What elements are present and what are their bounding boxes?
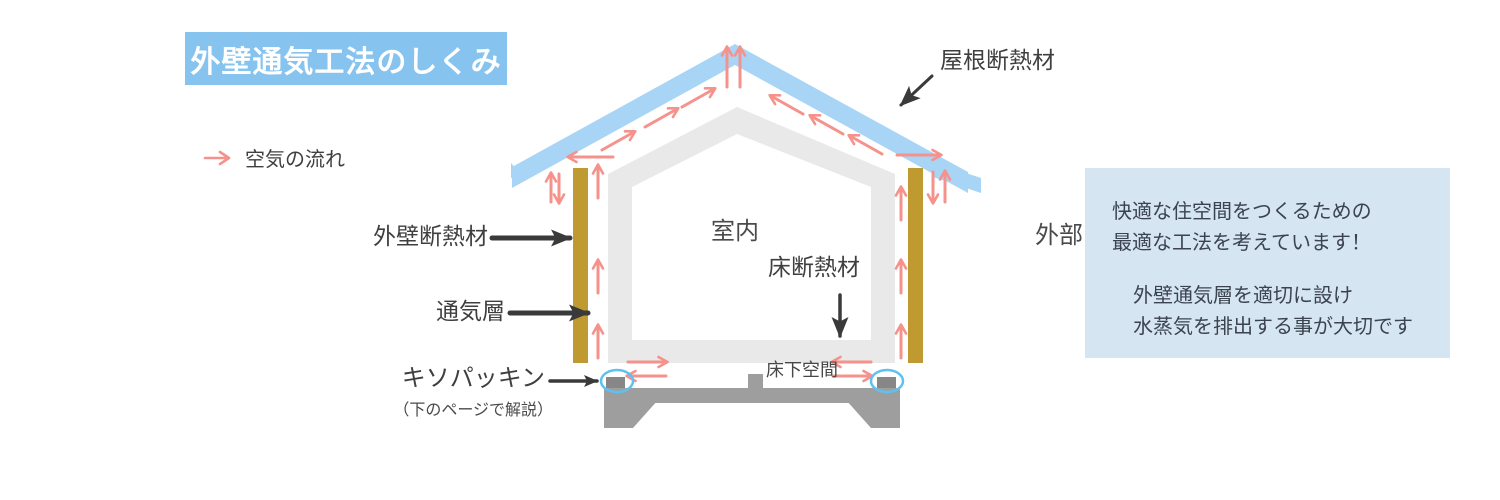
info-box-paragraph: 快適な住空間をつくるための 最適な工法を考えています！ [1112, 196, 1440, 258]
air-arrow [643, 106, 680, 129]
air-arrow [768, 93, 805, 116]
wall-insulation-right-bar [908, 168, 923, 363]
kiso-packing-note: （下のページで解説） [393, 400, 553, 419]
info-box: 快適な住空間をつくるための 最適な工法を考えています！ 外壁通気層を適切に設け … [1085, 168, 1450, 358]
packing-highlight-right [869, 368, 905, 394]
kiso-packing-label: キソパッキン [401, 364, 545, 392]
foundation [604, 374, 900, 428]
airflow-arrow-icon [203, 150, 231, 165]
air-arrow [600, 129, 637, 152]
foundation-center-pier [748, 374, 763, 389]
underfloor-space-label: 床下空間 [766, 360, 838, 381]
wall-insulation-left-bar [573, 168, 588, 363]
info-line: 快適な住空間をつくるための [1112, 199, 1372, 223]
foundation-slab [604, 388, 900, 403]
air-arrow [847, 133, 884, 156]
ventilation-layer-label: 通気層 [436, 299, 505, 325]
house-structure [608, 107, 895, 363]
airflow-legend: 空気の流れ [203, 143, 345, 172]
info-box-paragraph: 外壁通気層を適切に設け 水蒸気を排出する事が大切です [1112, 280, 1440, 342]
airflow-arrows [544, 45, 952, 383]
interior-space [632, 134, 871, 340]
air-arrow [808, 113, 845, 136]
foundation-leg-left [604, 400, 658, 428]
kiso-packing-right [877, 377, 896, 388]
interior-label: 室内 [711, 217, 759, 245]
wall-insulation-label: 外壁断熱材 [373, 224, 488, 250]
airflow-legend-label: 空気の流れ [245, 147, 345, 171]
floor-insulation-label: 床断熱材 [768, 255, 860, 281]
callout-arrows [489, 74, 934, 387]
info-line: 外壁通気層を適切に設け [1133, 283, 1353, 307]
roof-eave-cap-left [511, 163, 524, 178]
roof-insulation-arrow [899, 74, 934, 107]
exterior-label: 外部 [1035, 221, 1083, 249]
packing-highlight-left [599, 368, 635, 394]
foundation-leg-right [846, 400, 900, 428]
page-title: 外壁通気工法のしくみ [185, 32, 507, 85]
kiso-packing-left [606, 377, 625, 388]
roof-insulation-label: 屋根断熱材 [940, 48, 1055, 74]
info-line: 最適な工法を考えています！ [1112, 230, 1371, 254]
info-line: 水蒸気を排出する事が大切です [1133, 314, 1413, 338]
air-arrow [680, 86, 717, 109]
